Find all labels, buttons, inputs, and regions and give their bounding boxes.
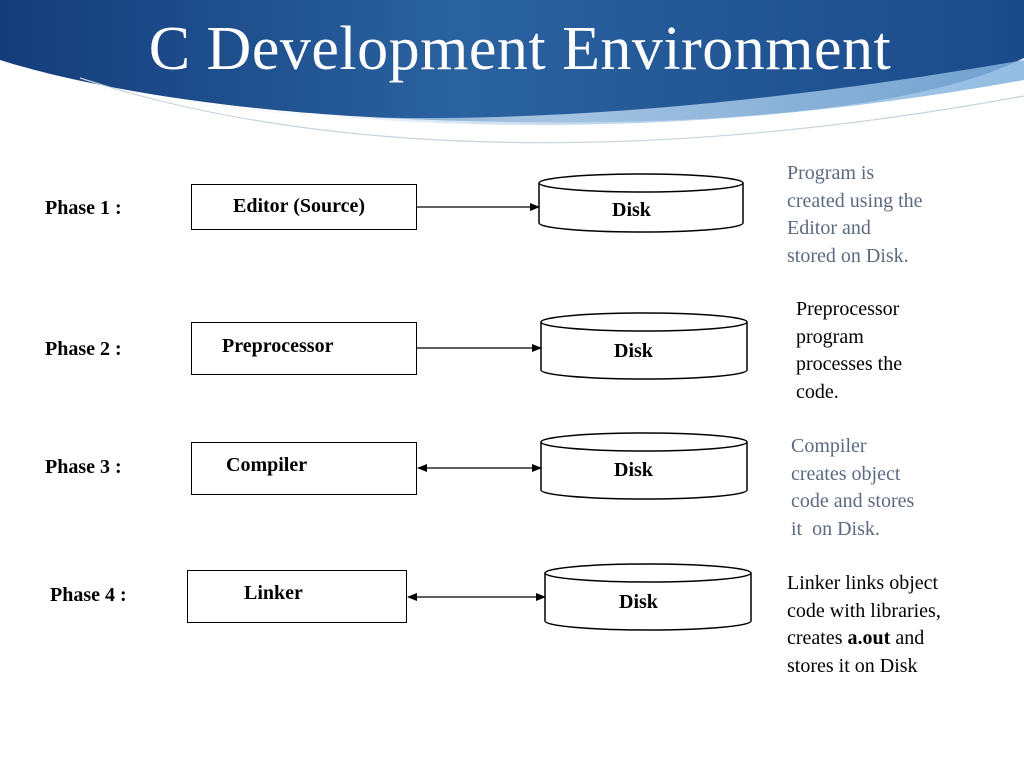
a-out-text: a.out	[847, 627, 891, 649]
disk-2-label: Disk	[614, 340, 653, 362]
phase-1-description: Program is created using the Editor and …	[787, 162, 923, 267]
phase-3-label: Phase 3 :	[45, 456, 122, 478]
phase-2-description: Preprocessor program processes the code.	[796, 298, 903, 403]
compiler-box	[191, 442, 417, 495]
linker-box-label: Linker	[244, 582, 303, 604]
header-banner	[0, 0, 1024, 144]
disk-1-label: Disk	[612, 199, 651, 221]
disk-4-label: Disk	[619, 591, 658, 613]
preprocessor-box	[191, 322, 417, 375]
phase-1-label: Phase 1 :	[45, 197, 122, 219]
phase-2-label: Phase 2 :	[45, 338, 122, 360]
editor-box	[191, 184, 417, 230]
phase-3-description: Compiler creates object code and stores …	[791, 435, 915, 540]
phase-4-label: Phase 4 :	[50, 584, 127, 606]
phase-4-description: Linker links object code with libraries,…	[787, 572, 941, 677]
disk-3-label: Disk	[614, 459, 653, 481]
compiler-box-label: Compiler	[226, 454, 308, 476]
editor-box-label: Editor (Source)	[233, 195, 366, 217]
preprocessor-box-label: Preprocessor	[222, 335, 334, 357]
slide-title: C Development Environment	[148, 15, 892, 83]
linker-box	[187, 570, 407, 623]
